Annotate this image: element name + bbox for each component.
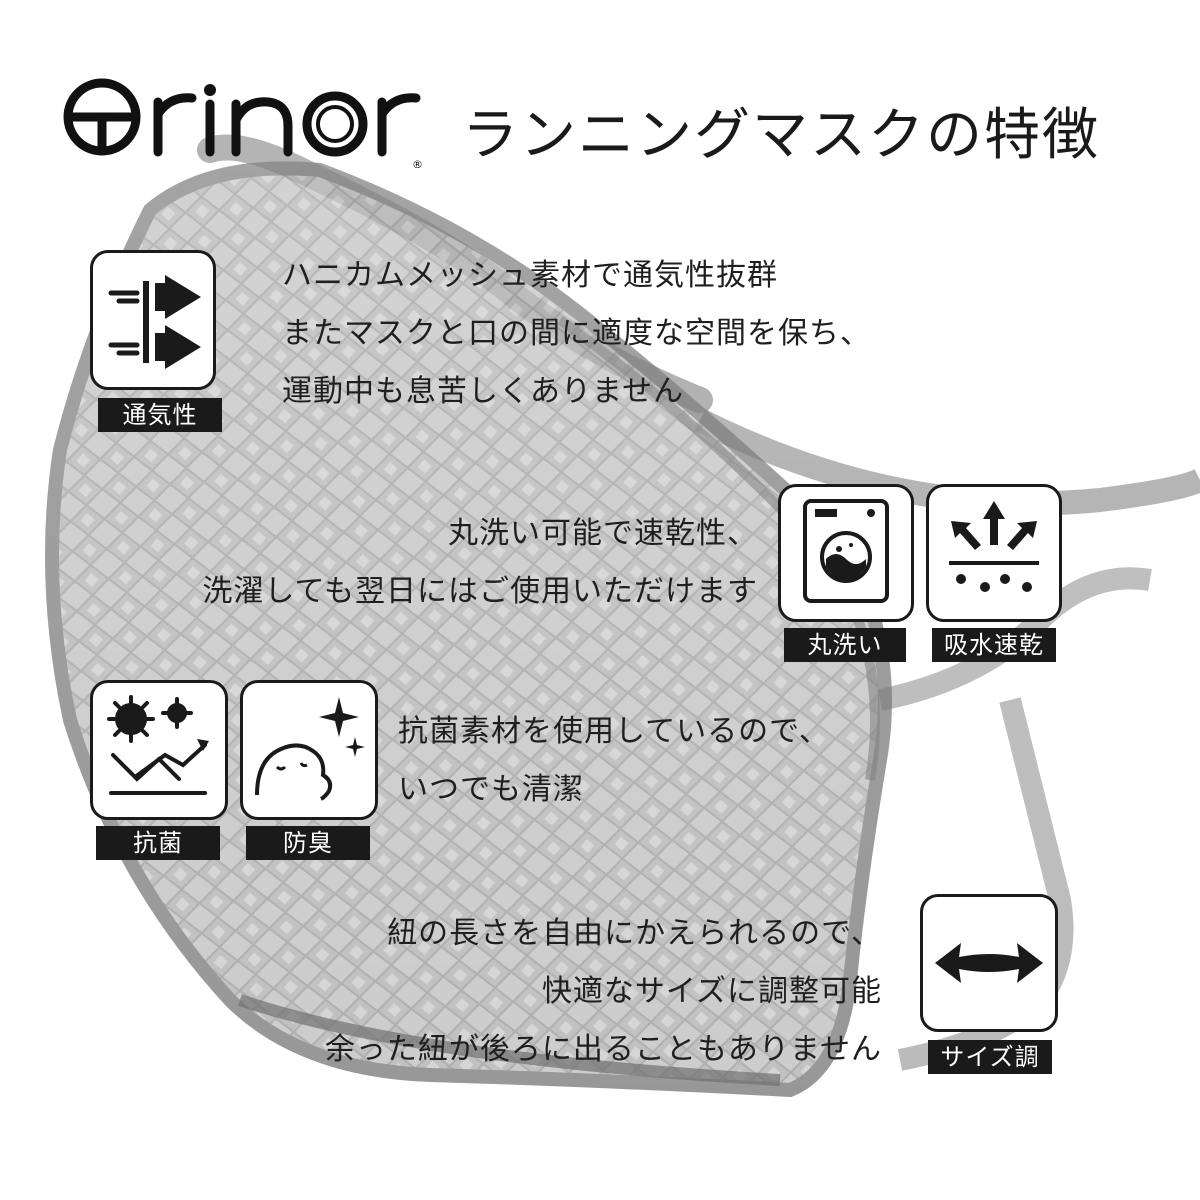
breathability-line-2: またマスクと口の間に適度な空間を保ち、 (282, 316, 871, 351)
deodorant-icon (240, 680, 378, 820)
svg-text:®: ® (412, 158, 423, 171)
washable-line-2: 洗濯しても翌日にはご使用いただけます (202, 574, 758, 609)
adjustable-line-1: 紐の長さを自由にかえられるので、 (387, 916, 882, 951)
badge-breathability: 通気性 (98, 398, 222, 432)
double-arrow-icon (920, 894, 1058, 1032)
adjustable-line-2: 快適なサイズに調整可能 (541, 974, 882, 1009)
badge-washable: 丸洗い (784, 628, 906, 662)
erinor-logo: ® (63, 78, 423, 171)
breathability-line-1: ハニカムメッシュ素材で通気性抜群 (282, 258, 778, 293)
airflow-arrows-icon (90, 250, 216, 390)
washable-line-1: 丸洗い可能で速乾性、 (448, 516, 758, 551)
badge-antibacterial: 抗菌 (96, 826, 220, 860)
badge-size-adjust: サイズ調整 (928, 1040, 1052, 1105)
page-title: ランニングマスクの特徴 (462, 103, 1100, 168)
badge-quick-dry: 吸水速乾 (932, 628, 1056, 662)
antibacterial-icon (90, 680, 228, 820)
quick-dry-icon (926, 484, 1062, 622)
adjustable-line-3: 余った紐が後ろに出ることもありません (324, 1032, 882, 1067)
washing-machine-icon (778, 484, 914, 622)
antibacterial-line-1: 抗菌素材を使用しているので、 (398, 714, 830, 749)
breathability-line-3: 運動中も息苦しくありません (282, 374, 685, 409)
antibacterial-line-2: いつでも清潔 (398, 772, 584, 807)
badge-deodorant: 防臭 (246, 826, 370, 860)
